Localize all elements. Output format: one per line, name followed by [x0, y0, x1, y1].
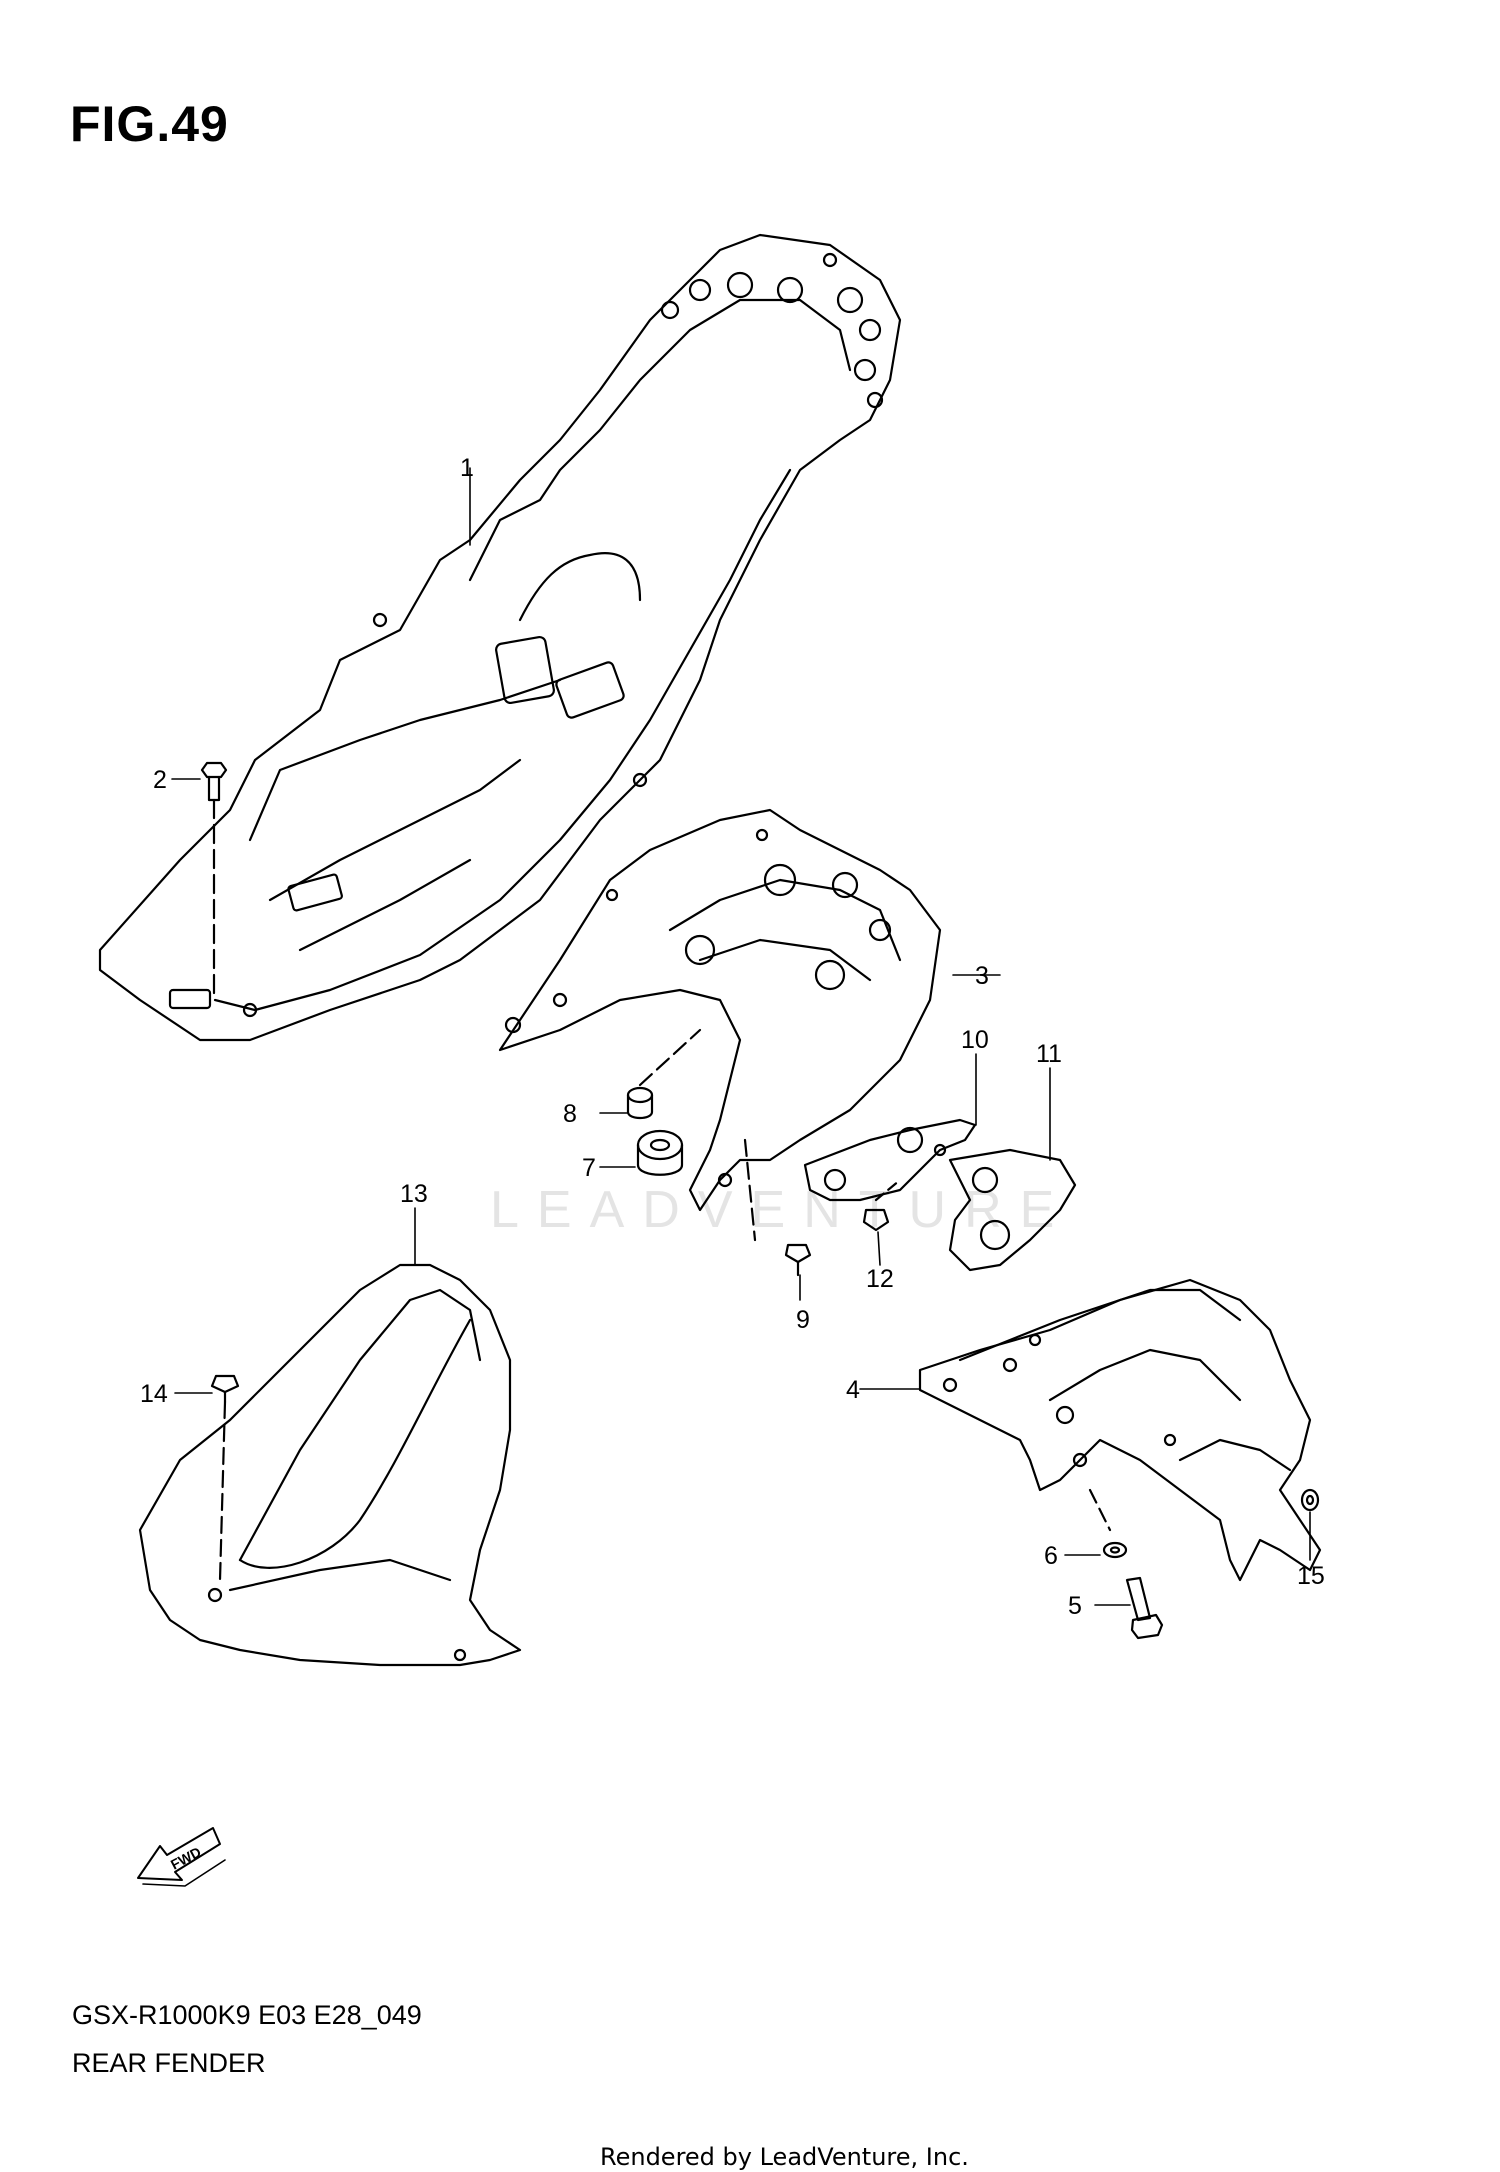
part-6-washer: [1102, 1541, 1128, 1559]
part-12-bolt: [862, 1178, 902, 1232]
watermark: LEADVENTURE: [490, 1181, 1073, 1239]
part-8-cushion: [626, 1028, 702, 1120]
part-7-grommet: [636, 1129, 684, 1176]
model-code: GSX-R1000K9 E03 E28_049: [72, 2000, 422, 2030]
render-credit: Rendered by LeadVenture, Inc.: [600, 2143, 969, 2171]
diagram-caption: REAR FENDER: [72, 2048, 266, 2078]
figure-title: FIG.49: [70, 96, 229, 152]
callout-13: 13: [400, 1180, 428, 1208]
callout-7: 7: [582, 1154, 596, 1182]
part-9-screw: [743, 1138, 812, 1277]
callout-4: 4: [846, 1376, 860, 1404]
callout-3: 3: [975, 962, 989, 990]
part-5-bolt: [1125, 1576, 1164, 1640]
fwd-direction-arrow-icon: [137, 1827, 226, 1887]
part-1-rear-undertray: [98, 233, 902, 1042]
callout-1: 1: [460, 454, 474, 482]
callout-2: 2: [153, 766, 167, 794]
callout-15: 15: [1297, 1562, 1325, 1590]
part-4-mudguard: [918, 1278, 1322, 1582]
callout-14: 14: [140, 1380, 168, 1408]
callout-11: 11: [1036, 1040, 1062, 1068]
callout-10: 10: [961, 1026, 989, 1054]
callout-8: 8: [563, 1100, 577, 1128]
callout-6: 6: [1044, 1542, 1058, 1570]
part-10-bracket: [803, 1118, 977, 1202]
part-14-screw: [210, 1374, 240, 1582]
part-11-plate: [948, 1148, 1077, 1272]
part-3-rail-cover: [498, 808, 942, 1212]
callout-5: 5: [1068, 1592, 1082, 1620]
part-2-bolt: [200, 761, 228, 1002]
callout-9: 9: [796, 1306, 810, 1334]
part-13-front-fender: [138, 1263, 522, 1667]
part-15-nut: [1300, 1488, 1320, 1512]
leader-lines: [171, 467, 1311, 1606]
callout-12: 12: [866, 1265, 894, 1293]
